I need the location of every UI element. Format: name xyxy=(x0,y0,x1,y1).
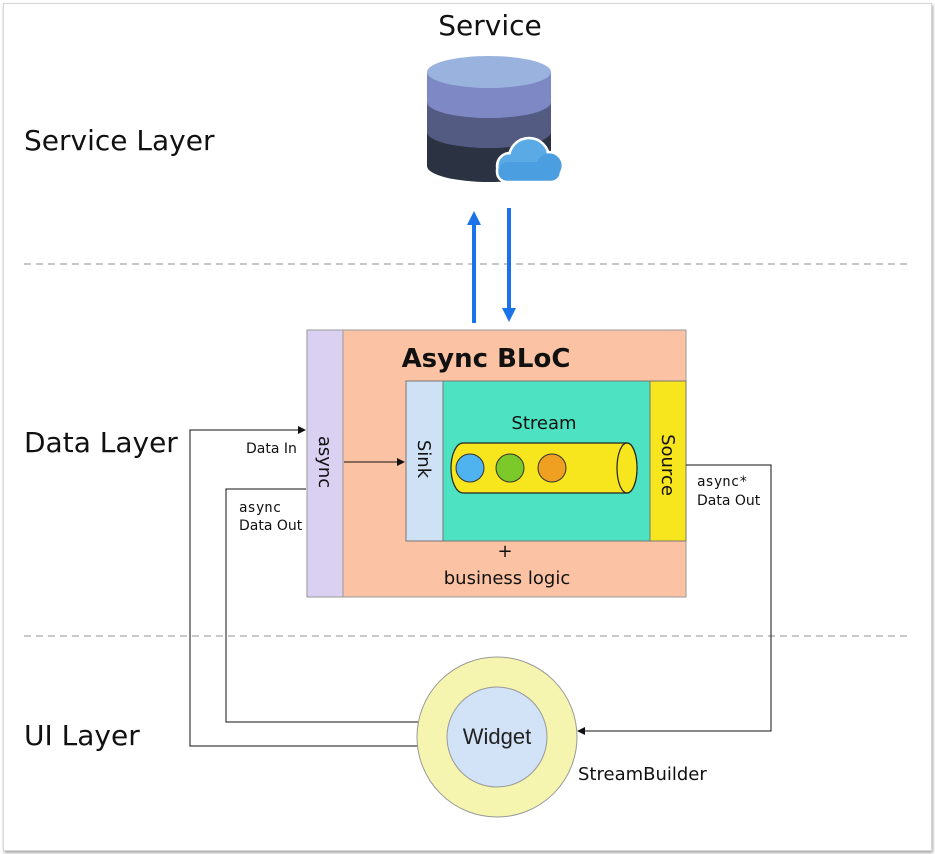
source-label: Source xyxy=(657,434,678,496)
bloc-title: Async BLoC xyxy=(402,344,571,374)
database-cloud-icon xyxy=(427,56,565,184)
stream-event-orange xyxy=(537,453,567,483)
plus-sign: + xyxy=(497,541,512,562)
business-logic-label: business logic xyxy=(444,568,571,589)
sink-label: Sink xyxy=(413,440,434,479)
async-input-bar xyxy=(306,329,344,598)
cloud-icon xyxy=(495,136,565,184)
async-data-out-arrow xyxy=(225,488,446,726)
stream-event-green xyxy=(495,453,525,483)
async-data-out-label: Data Out xyxy=(239,518,303,534)
widget-circle[interactable] xyxy=(446,686,548,788)
async-bar-label: async xyxy=(314,436,335,488)
stream-pipe xyxy=(450,442,638,494)
async-star-data-out-arrow xyxy=(577,464,772,735)
source-bar xyxy=(649,380,687,542)
async-star-label: Data Out xyxy=(697,493,761,509)
stream-event-blue xyxy=(455,453,485,483)
data-in-label: Data In xyxy=(246,441,297,457)
stream-label: Stream xyxy=(511,413,576,434)
service-title: Service xyxy=(438,9,541,42)
ui-layer-label: UI Layer xyxy=(24,719,140,752)
sink-bar xyxy=(405,380,444,542)
service-layer-label: Service Layer xyxy=(24,124,215,157)
stream-builder-label: StreamBuilder xyxy=(578,764,707,785)
widget-label: Widget xyxy=(463,724,531,749)
data-layer-label: Data Layer xyxy=(24,426,178,459)
async-data-out-code: async xyxy=(239,500,281,516)
data-in-arrow xyxy=(189,426,447,747)
async-star-code: async* xyxy=(697,474,748,490)
